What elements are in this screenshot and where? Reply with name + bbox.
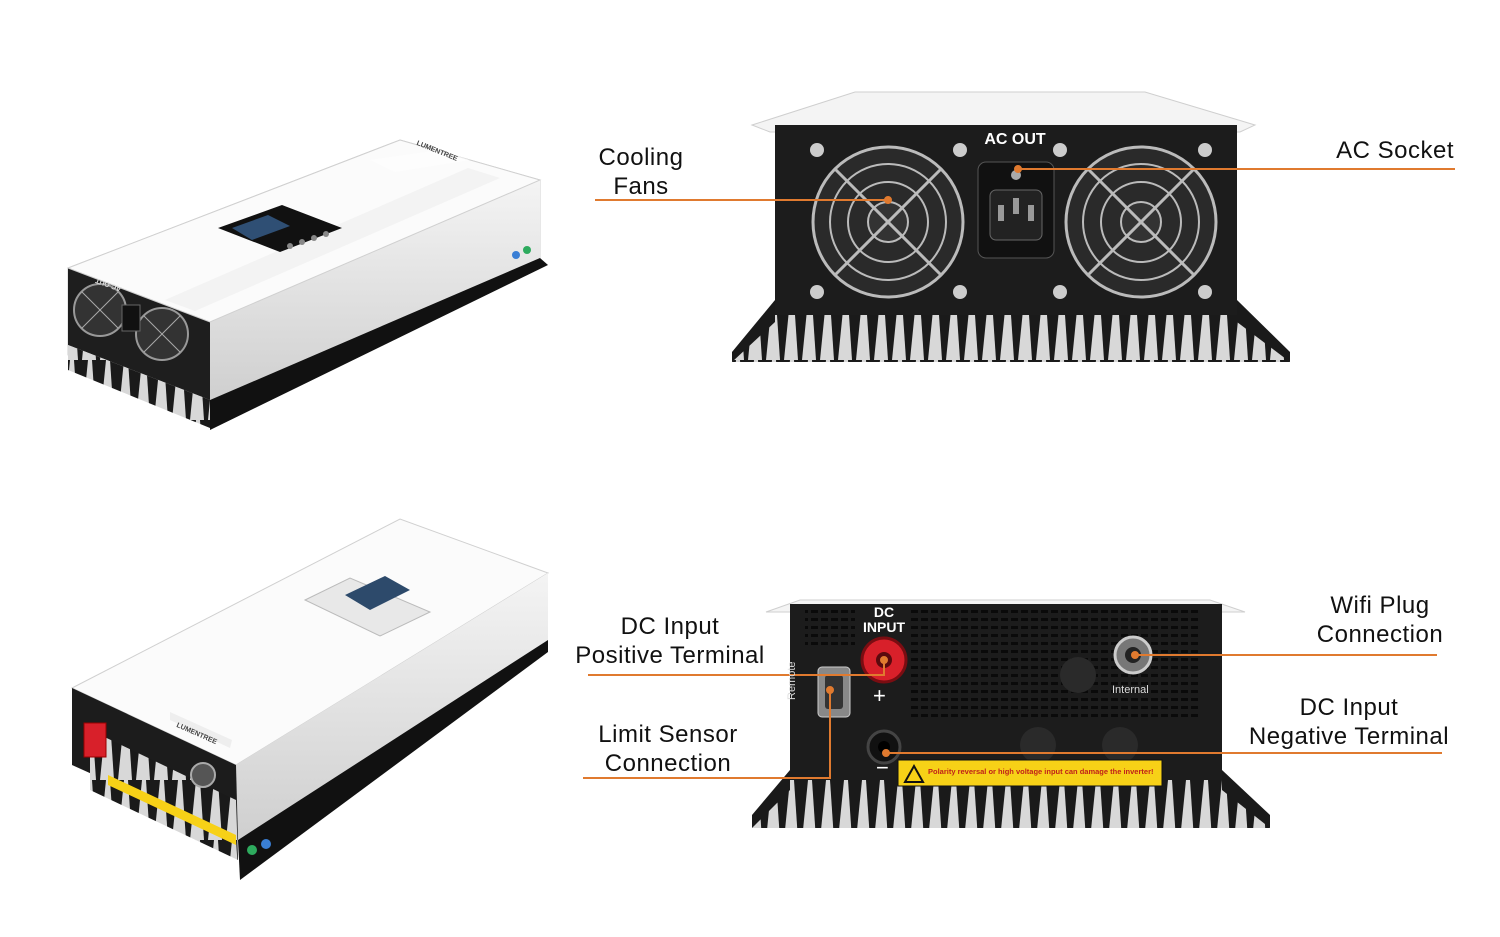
leader-dot-cooling-fans bbox=[884, 196, 892, 204]
callout-wifi-plug-line2: Connection bbox=[1316, 621, 1444, 648]
callout-dc-input-positive-line1: DC Input bbox=[620, 613, 720, 640]
callout-cooling-fans: Cooling Fans bbox=[580, 143, 702, 201]
callout-dc-input-negative: DC Input Negative Terminal bbox=[1228, 693, 1470, 751]
ac-socket bbox=[977, 161, 1055, 259]
callout-dc-input-negative-line1: DC Input bbox=[1299, 694, 1399, 721]
leader-dot-wifi-plug bbox=[1131, 651, 1139, 659]
callout-ac-socket: AC Socket bbox=[1336, 137, 1454, 164]
callout-wifi-plug-line1: Wifi Plug bbox=[1330, 592, 1430, 619]
inverter-angled-view-dc-side bbox=[70, 518, 550, 880]
callout-cooling-fans-line1: Cooling bbox=[598, 144, 684, 171]
dc-input-label-line1: DC bbox=[873, 604, 895, 620]
callout-dc-input-positive-line2: Positive Terminal bbox=[575, 642, 765, 669]
cooling-fan-left bbox=[811, 145, 965, 299]
cooling-fan-right bbox=[1064, 145, 1218, 299]
leader-limit-sensor bbox=[583, 690, 831, 779]
callout-limit-sensor: Limit Sensor Connection bbox=[578, 720, 758, 778]
leader-dot-dc-negative bbox=[882, 749, 890, 757]
leader-dot-ac-socket bbox=[1014, 165, 1022, 173]
inverter-front-view-dc-side bbox=[752, 599, 1270, 828]
warning-label bbox=[897, 759, 1163, 787]
callout-limit-sensor-line1: Limit Sensor bbox=[598, 721, 738, 748]
dc-input-label: DC INPUT bbox=[858, 605, 910, 635]
warning-text: Polarity reversal or high voltage input … bbox=[928, 767, 1154, 776]
remote-label: Remote bbox=[786, 661, 798, 700]
callout-limit-sensor-line2: Connection bbox=[604, 750, 732, 777]
internal-label: Internal bbox=[1112, 684, 1149, 696]
callout-cooling-fans-line2: Fans bbox=[613, 173, 669, 200]
callout-wifi-plug: Wifi Plug Connection bbox=[1298, 591, 1462, 649]
leader-dot-dc-positive bbox=[880, 656, 888, 664]
callout-dc-input-positive: DC Input Positive Terminal bbox=[555, 612, 785, 670]
minus-sign: − bbox=[876, 755, 889, 780]
leader-dot-limit-sensor bbox=[826, 686, 834, 694]
inverter-angled-view-ac-side bbox=[66, 139, 548, 430]
leader-lines bbox=[583, 165, 1455, 779]
inverter-front-view-ac-side bbox=[732, 91, 1290, 362]
limit-sensor-port bbox=[817, 666, 851, 718]
leader-dc-positive bbox=[588, 660, 885, 676]
callout-dc-input-negative-line2: Negative Terminal bbox=[1248, 723, 1450, 750]
plus-sign: + bbox=[873, 683, 886, 708]
dc-input-label-line2: INPUT bbox=[863, 619, 905, 635]
ac-out-label: AC OUT bbox=[984, 131, 1046, 148]
